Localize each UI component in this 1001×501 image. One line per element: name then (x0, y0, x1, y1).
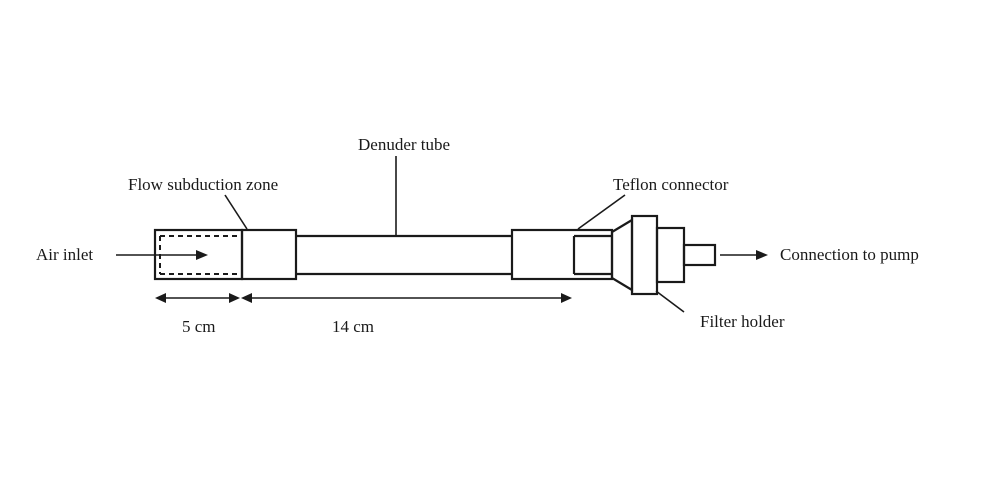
label-teflon-connector: Teflon connector (613, 175, 729, 194)
label-air-inlet: Air inlet (36, 245, 93, 264)
pump-arrow (720, 250, 768, 260)
label-connection-to-pump: Connection to pump (780, 245, 919, 264)
air-inlet-arrow (116, 250, 208, 260)
label-flow-subduction-zone: Flow subduction zone (128, 175, 278, 194)
leader-flow-subduction-zone (224, 194, 248, 230)
dimension-14cm-arrow (241, 293, 572, 303)
denuder-tube (240, 228, 512, 281)
label-filter-holder: Filter holder (700, 312, 785, 331)
dimension-5cm-arrow (155, 293, 240, 303)
leader-filter-holder (655, 290, 685, 313)
teflon-connector (510, 228, 614, 281)
label-dim-14cm: 14 cm (332, 317, 374, 336)
leader-teflon-connector (577, 194, 626, 230)
label-dim-5cm: 5 cm (182, 317, 216, 336)
filter-holder (610, 214, 717, 296)
label-denuder-tube: Denuder tube (358, 135, 450, 154)
